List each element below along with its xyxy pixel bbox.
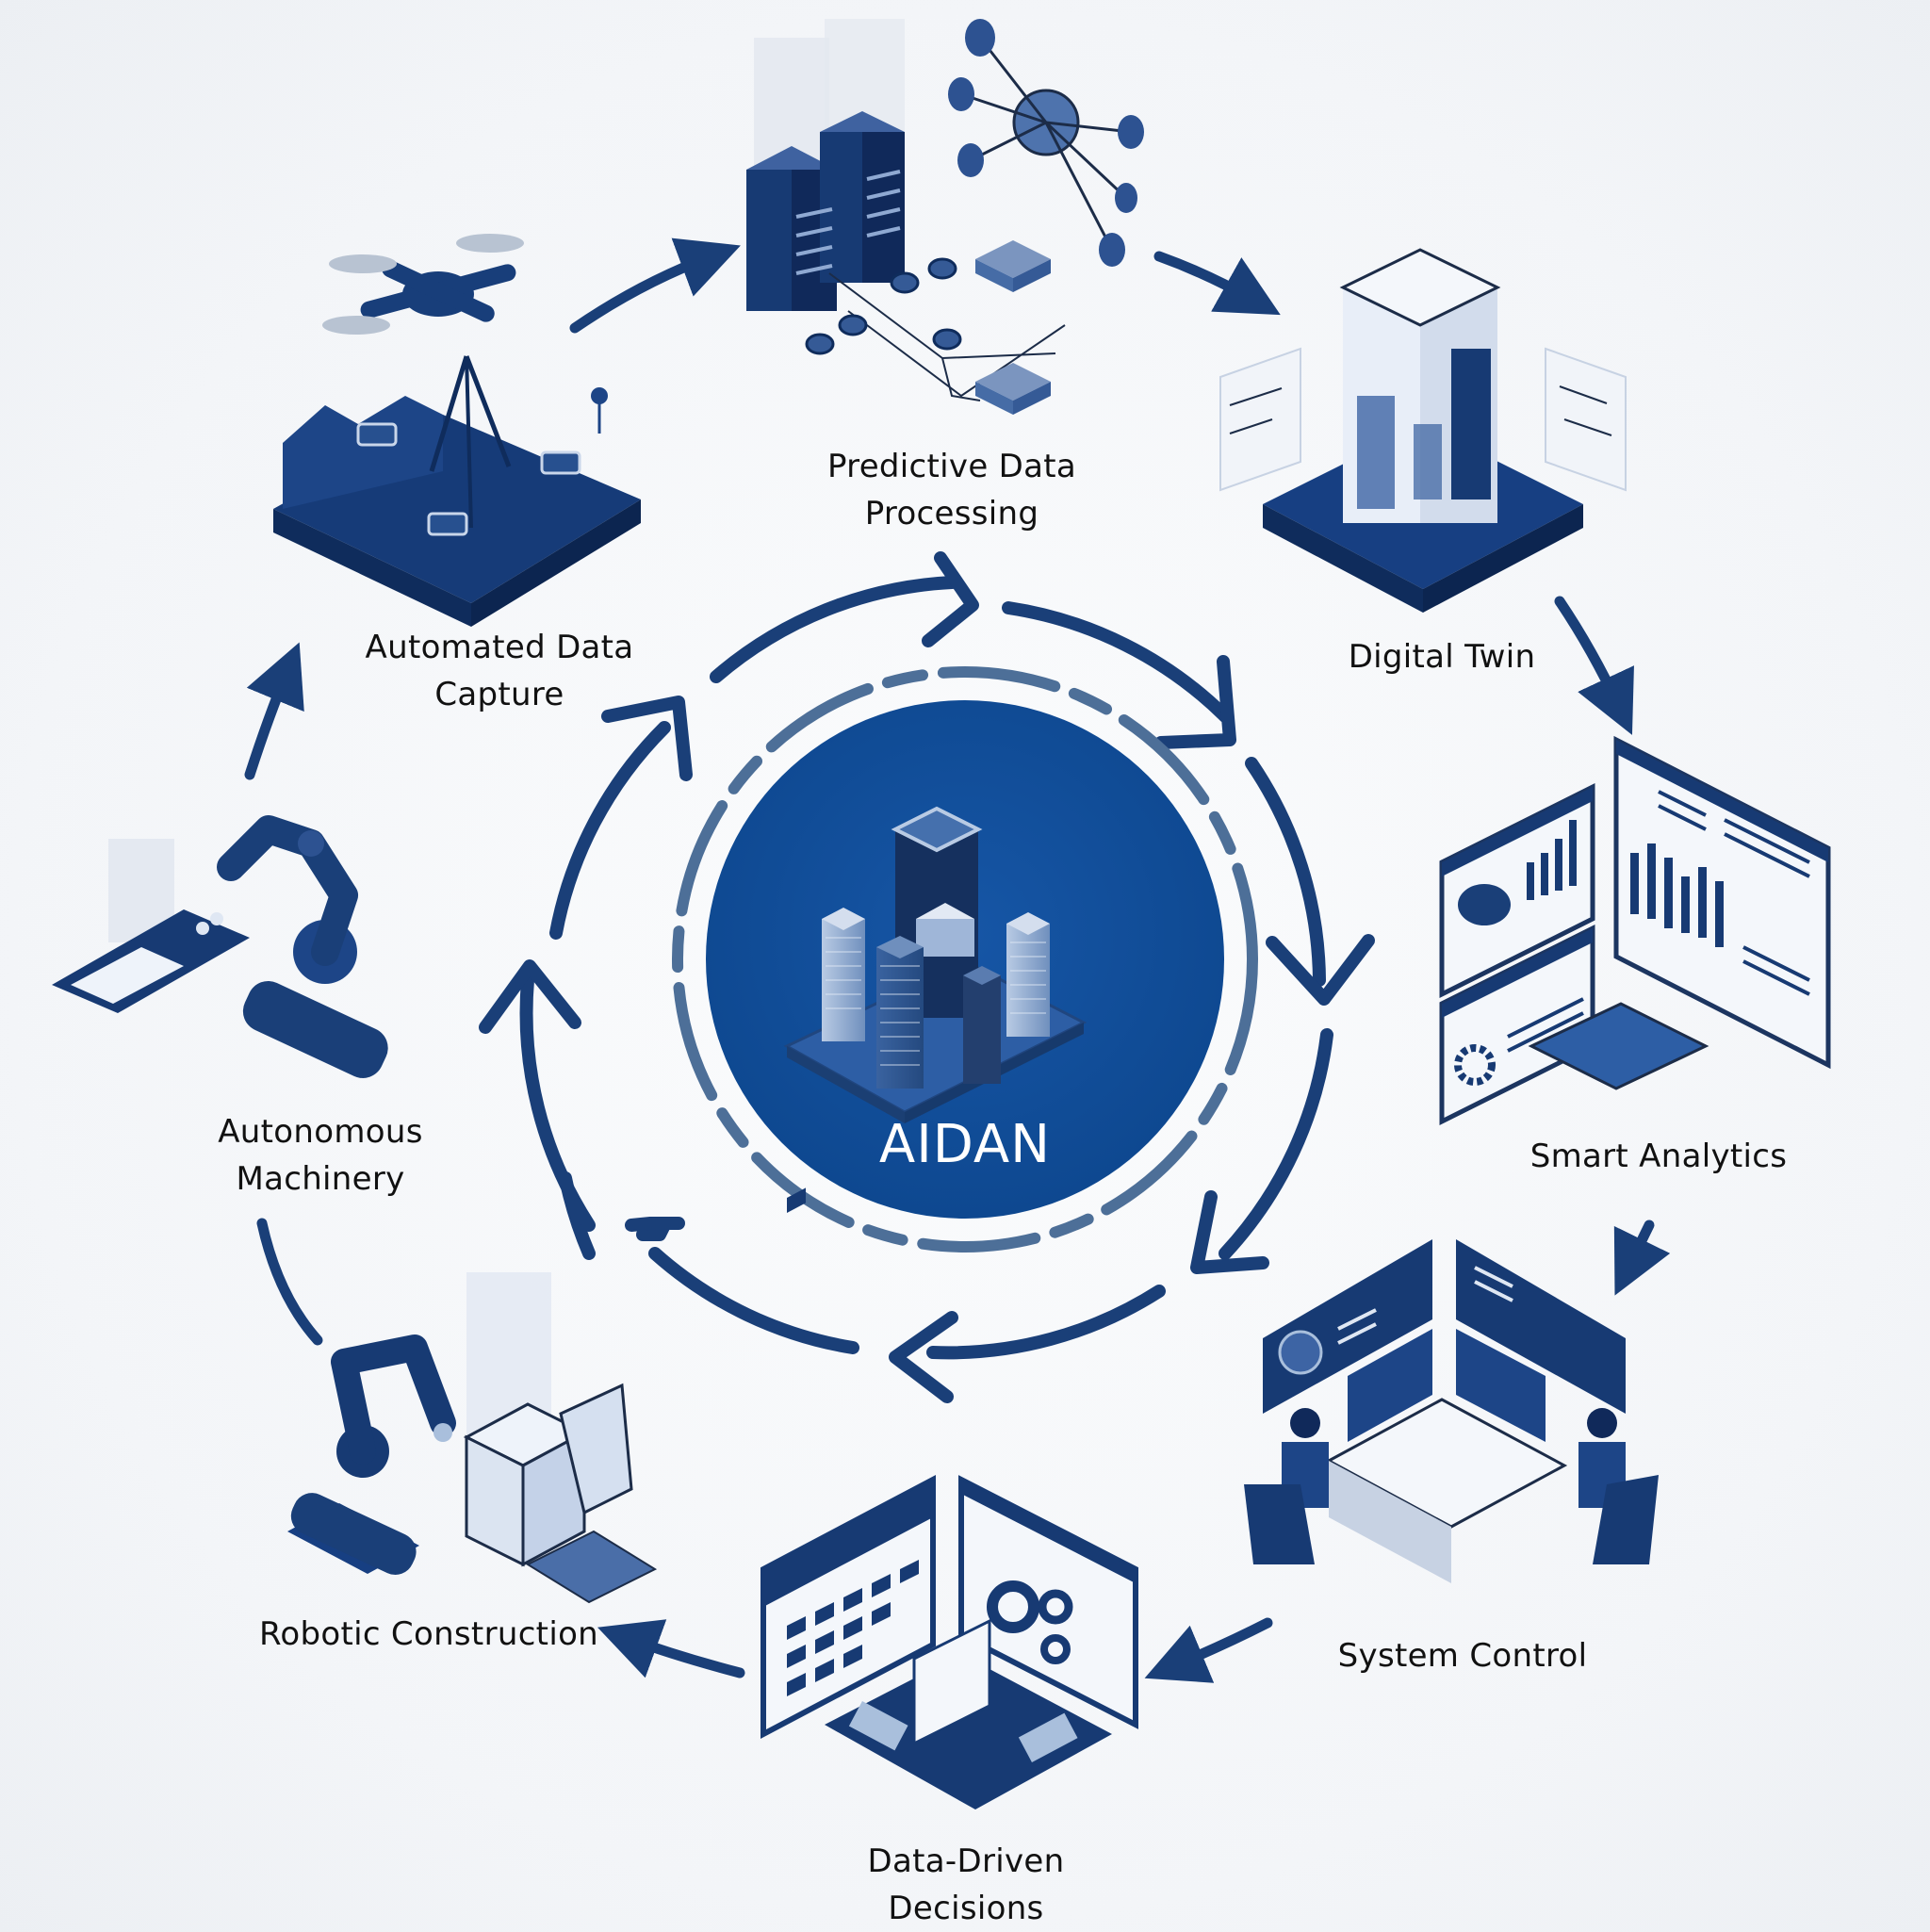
outer-connector-arrows [244, 237, 1671, 1683]
city-buildings-icon [783, 806, 1088, 1123]
node-label-system-control: System Control [1337, 1637, 1588, 1675]
arrow-construction-to-machinery [256, 1218, 323, 1346]
node-label-predictive-data-processing: Predictive Data Processing [826, 448, 1077, 532]
arrow-machinery-to-capture [244, 642, 304, 780]
hub-title: AIDAN [878, 1114, 1052, 1175]
arrow-analytics-to-control [1613, 1220, 1671, 1296]
hub-dashed-ring [672, 666, 1258, 1253]
node-label-automated-data-capture: Automated Data Capture [365, 629, 634, 713]
node-label-robotic-construction: Robotic Construction [258, 1615, 599, 1653]
robot-arm-building-icon [287, 1272, 658, 1604]
control-room-icon [1244, 1239, 1659, 1583]
arrow-twin-to-analytics [1554, 596, 1634, 735]
arrow-processing-to-twin [1153, 251, 1281, 316]
arrow-decisions-to-construction [597, 1619, 745, 1678]
calendar-planning-icon [761, 1187, 1138, 1809]
robot-arm-tablet-icon [52, 815, 388, 1078]
server-network-icon [746, 19, 1144, 415]
node-label-data-driven-decisions: Data-Driven Decisions [867, 1842, 1065, 1927]
node-label-autonomous-machinery: Autonomous Machinery [218, 1113, 423, 1198]
drone-survey-icon [273, 234, 641, 627]
arrow-control-to-decisions [1144, 1617, 1273, 1683]
building-model-icon [1219, 248, 1627, 613]
arrow-capture-to-processing [569, 237, 741, 334]
node-label-smart-analytics: Smart Analytics [1529, 1138, 1788, 1175]
node-label-digital-twin: Digital Twin [1348, 638, 1536, 676]
dashboard-charts-icon [1439, 735, 1831, 1126]
inner-cycle-ring [479, 551, 1375, 1403]
